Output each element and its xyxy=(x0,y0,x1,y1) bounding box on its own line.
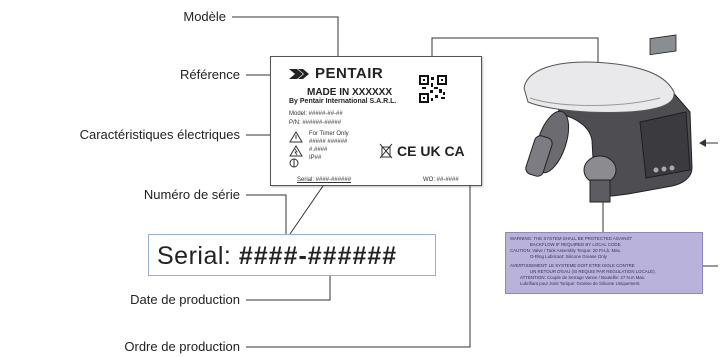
serial-value: ####-###### xyxy=(238,242,398,270)
leader-ordre-production xyxy=(246,181,471,348)
callout-reference: Référence xyxy=(180,67,240,82)
compliance-marks: CE UK CA xyxy=(397,143,465,159)
timer-line: For Timer Only xyxy=(309,131,349,137)
spec-line-3: IP## xyxy=(309,155,322,161)
made-in-text: MADE IN XXXXXX xyxy=(307,87,393,98)
warning-triangle-icon xyxy=(289,131,303,143)
callout-date-production: Date de production xyxy=(130,292,240,307)
callout-ordre-production: Ordre de production xyxy=(124,339,240,354)
brand-name: PENTAIR xyxy=(315,65,384,82)
callout-numero-serie: Numéro de série xyxy=(143,187,240,202)
serial-zoom-box: Serial: ####-###### xyxy=(148,234,436,276)
leader-numero-serie xyxy=(246,194,287,240)
by-line: By Pentair International S.A.R.L. xyxy=(289,98,397,105)
product-label: PENTAIR MADE IN XXXXXX By Pentair Intern… xyxy=(270,56,482,186)
valve-illustration xyxy=(523,34,693,203)
serial-line: Serial: ####-###### xyxy=(297,177,352,183)
callout-caracteristiques: Caractéristiques électriques xyxy=(79,127,240,142)
spec-line-2: #.#### xyxy=(309,147,328,153)
qr-code-icon xyxy=(419,75,447,103)
brand-row: PENTAIR xyxy=(289,65,383,82)
weee-bin-icon xyxy=(379,143,393,159)
wo-line: WO: ##-#### xyxy=(423,177,459,183)
pn-line: P/N: ######-##### xyxy=(289,120,342,126)
serial-prefix: Serial: xyxy=(157,242,232,270)
warning-line-2: BACKFLOW IF REQUIRED BY LOCAL CODE. xyxy=(530,242,622,247)
arrowhead-display xyxy=(699,139,706,147)
warning-line-3: CAUTION: Valve / Tank Assembly Torque: 2… xyxy=(510,248,622,253)
warning-plate: WARNING: THE SYSTEM SHALL BE PROTECTED A… xyxy=(505,232,703,294)
spec-line-1: ##### ###### xyxy=(309,139,348,145)
warning-line-8: Lubrifiant pour Joint Torique: Graisse d… xyxy=(520,281,641,286)
leader-date-production xyxy=(246,268,331,301)
model-line: Model: #####-##-## xyxy=(289,111,343,117)
pentair-logo-icon xyxy=(289,68,309,79)
warning-line-7: ATTENTION: Couple de Serrage Vanne / Bou… xyxy=(520,275,646,280)
valve-symbol-icon xyxy=(289,158,299,168)
leader-serial-zoom xyxy=(289,182,326,235)
electric-symbol-icon xyxy=(289,145,303,157)
warning-line-1: WARNING: THE SYSTEM SHALL BE PROTECTED A… xyxy=(510,236,633,241)
warning-line-6: UN RETOUR D'EAU (SI REQUIS PAR REGULATIO… xyxy=(530,269,656,274)
callout-modele: Modèle xyxy=(183,9,226,24)
warning-line-5: AVERTISSEMENT: LE SYSTEME DOIT ETRE ISOL… xyxy=(510,263,635,268)
warning-line-4: O-Ring Lubricant: Silicone Grease Only xyxy=(530,254,607,259)
